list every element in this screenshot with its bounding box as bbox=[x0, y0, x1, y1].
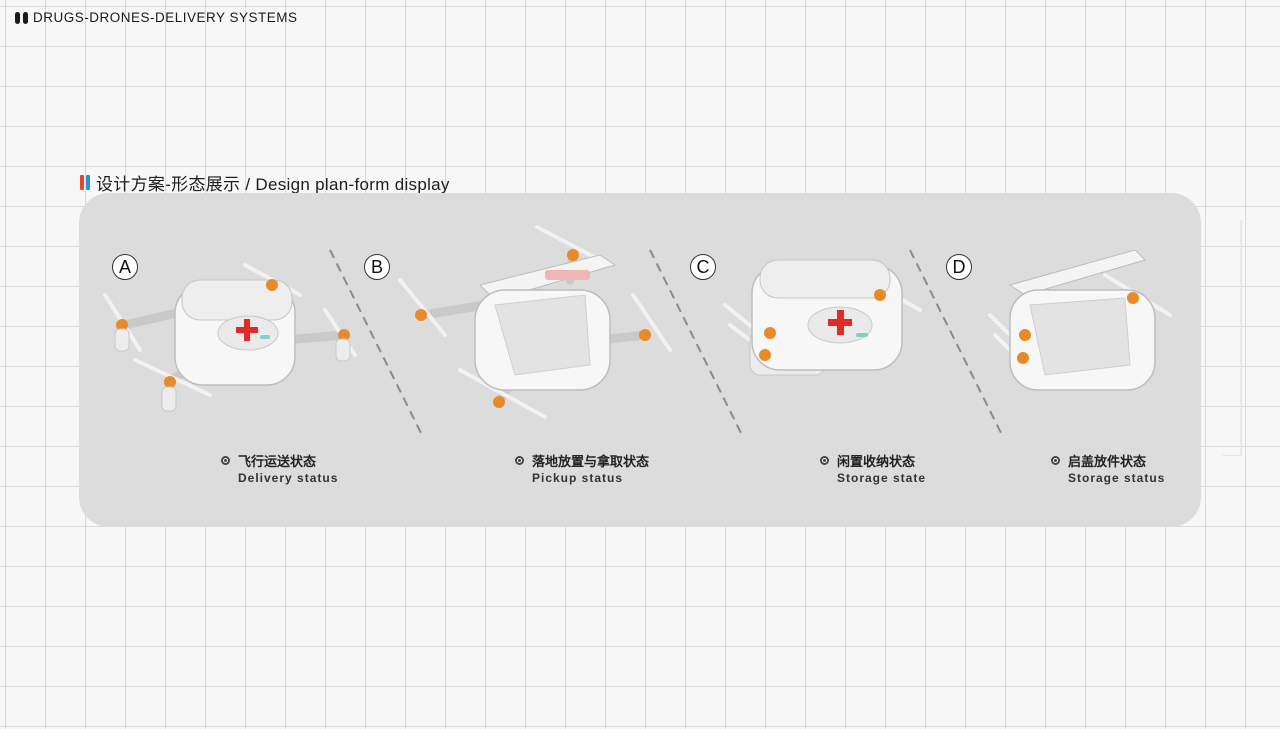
caption-cn: 启盖放件状态 bbox=[1068, 454, 1147, 469]
bullet-icon bbox=[820, 456, 829, 465]
section-title: 设计方案-形态展示 / Design plan-form display bbox=[96, 175, 450, 194]
header-marker-icon bbox=[23, 11, 28, 24]
caption-cn: 飞行运送状态 bbox=[238, 454, 317, 469]
caption-en: Delivery status bbox=[238, 471, 339, 485]
bullet-icon bbox=[1051, 456, 1060, 465]
drone-delivery-image bbox=[103, 263, 357, 412]
state-badge-a: A bbox=[112, 254, 138, 280]
drone-storage-image bbox=[723, 259, 922, 376]
state-badge-b: B bbox=[364, 254, 390, 280]
decorative-line bbox=[1222, 455, 1242, 456]
blue-bar bbox=[86, 175, 90, 190]
caption-en: Storage status bbox=[1068, 471, 1166, 485]
header-title: DRUGS-DRONES-DELIVERY SYSTEMS bbox=[33, 10, 298, 25]
state-badge-d: D bbox=[946, 254, 972, 280]
caption-cn: 落地放置与拿取状态 bbox=[532, 454, 650, 469]
header-marker-icon bbox=[15, 11, 20, 24]
caption-open-storage: 启盖放件状态 Storage status bbox=[1051, 451, 1165, 485]
dashed-divider bbox=[649, 249, 743, 436]
caption-storage: 闲置收纳状态 Storage state bbox=[820, 451, 926, 485]
caption-cn: 闲置收纳状态 bbox=[837, 454, 916, 469]
section-heading: 设计方案-形态展示 / Design plan-form display bbox=[80, 170, 450, 195]
dashed-divider bbox=[909, 249, 1003, 436]
bullet-icon bbox=[221, 456, 230, 465]
drone-pickup-image bbox=[398, 225, 672, 419]
caption-en: Pickup status bbox=[532, 471, 624, 485]
caption-pickup: 落地放置与拿取状态 Pickup status bbox=[515, 451, 649, 485]
caption-delivery: 飞行运送状态 Delivery status bbox=[221, 451, 338, 485]
drone-open-storage-image bbox=[988, 250, 1172, 391]
state-badge-c: C bbox=[690, 254, 716, 280]
bullet-icon bbox=[515, 456, 524, 465]
decorative-line bbox=[1240, 220, 1242, 456]
dashed-divider bbox=[329, 249, 423, 436]
caption-en: Storage state bbox=[837, 471, 927, 485]
red-bar bbox=[80, 175, 84, 190]
section-marker-icon bbox=[80, 175, 90, 190]
top-header: DRUGS-DRONES-DELIVERY SYSTEMS bbox=[15, 10, 298, 25]
